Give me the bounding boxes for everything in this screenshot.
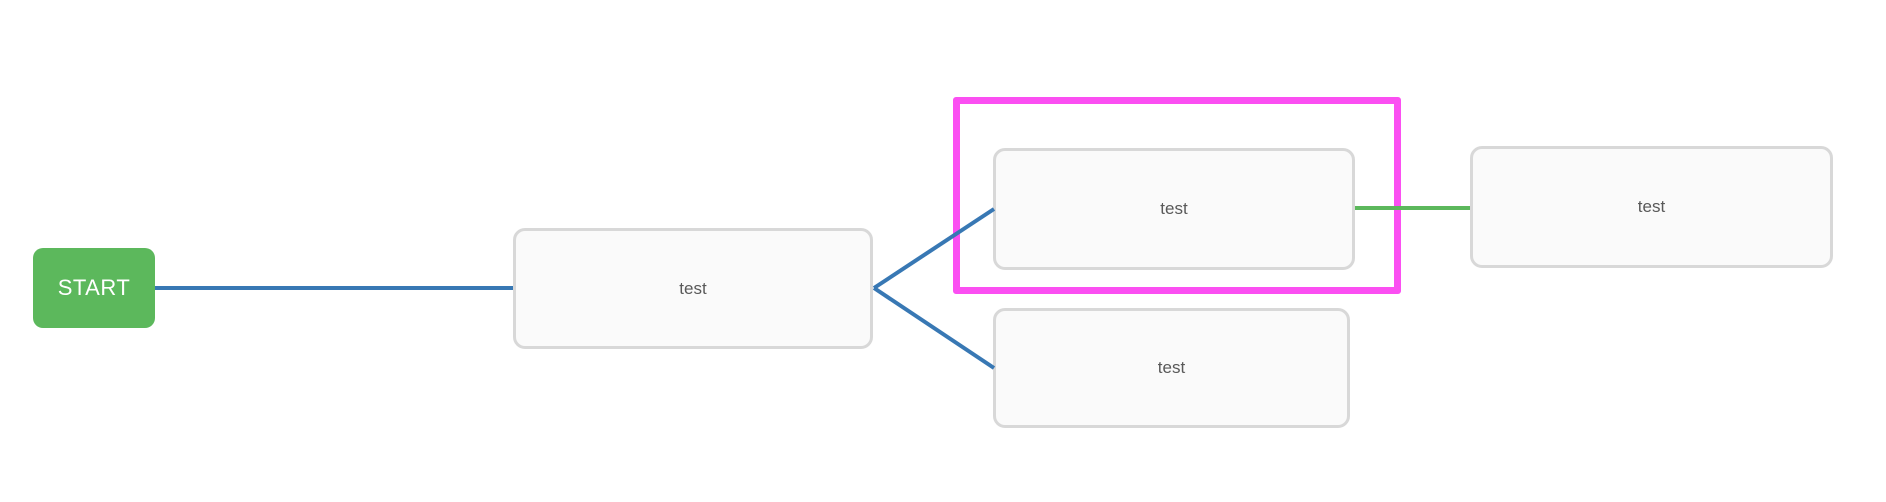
edge-node-1-to-node-2: [872, 207, 996, 290]
start-node[interactable]: START: [33, 248, 155, 328]
flow-node-1-label: test: [679, 278, 707, 298]
edge-node-1-to-node-3: [872, 286, 996, 370]
start-node-label: START: [57, 275, 131, 300]
flow-node-2-label: test: [1160, 199, 1188, 218]
flow-node-1[interactable]: test: [513, 228, 873, 349]
flow-node-2-highlighted[interactable]: test: [993, 148, 1355, 270]
flow-node-4[interactable]: test: [1470, 146, 1833, 268]
flow-node-3-label: test: [1157, 358, 1186, 377]
flow-node-4-label: test: [1637, 197, 1666, 216]
flow-node-3[interactable]: test: [993, 308, 1350, 428]
